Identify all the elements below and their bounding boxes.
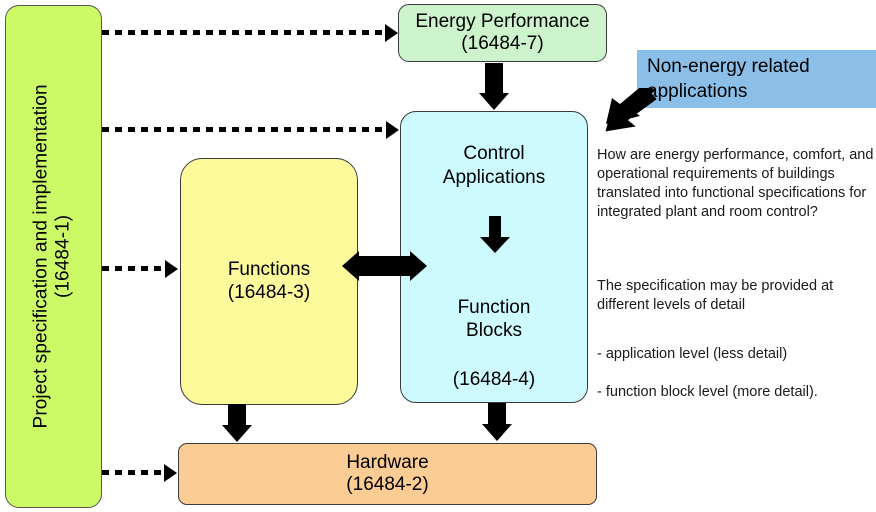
hardware-label: Hardware [346, 451, 429, 473]
banner-non-energy-applications[interactable]: Non-energy related applications [637, 50, 876, 108]
energy-performance-label: Energy Performance [415, 10, 590, 32]
dotted-arrowhead-functions [165, 260, 178, 278]
arrow-banner-to-control [605, 88, 657, 132]
function-blocks-label-line2: Blocks [466, 320, 522, 342]
node-hardware[interactable]: Hardware (16484-2) [178, 443, 597, 505]
hardware-code: (16484-2) [346, 474, 429, 495]
control-applications-label-line2: Applications [442, 166, 546, 188]
node-project-specification[interactable]: Project specification and implementation… [5, 5, 102, 508]
node-energy-performance[interactable]: Energy Performance (16484-7) [398, 4, 607, 62]
dotted-arrowhead-control [386, 121, 399, 139]
dotted-arrow-project-to-energy [102, 30, 385, 35]
function-blocks-code: (16484-4) [452, 369, 536, 390]
function-blocks-label-line1: Function [457, 296, 531, 318]
functions-label: Functions [227, 259, 311, 281]
dotted-arrow-project-to-hardware [102, 470, 164, 475]
control-applications-label-line1: Control [463, 143, 525, 164]
dotted-arrowhead-energy [385, 24, 398, 42]
note-question: How are energy performance, comfort, and… [597, 147, 874, 220]
banner-line1: Non-energy related [647, 55, 810, 77]
note-spec-intro: The specification may be provided at dif… [597, 277, 834, 313]
dotted-arrowhead-hardware [164, 464, 177, 482]
note-spec-bullet-application: - application level (less detail) [597, 346, 788, 363]
dotted-arrow-project-to-control [102, 127, 386, 132]
energy-performance-code: (16484-7) [461, 33, 544, 54]
note-spec-bullet-function-block: - function block level (more detail). [597, 384, 818, 401]
project-specification-label: Project specification and implementation [31, 84, 53, 429]
node-control-applications[interactable]: Control Applications Function Blocks (16… [400, 111, 588, 403]
project-specification-text: Project specification and implementation… [31, 84, 76, 428]
node-functions[interactable]: Functions (16484-3) [180, 158, 358, 405]
project-specification-code: (16484-1) [53, 214, 75, 299]
dotted-arrow-project-to-functions [102, 266, 165, 271]
functions-code: (16484-3) [227, 281, 311, 303]
banner-line2: applications [647, 81, 748, 102]
note-specification-levels: The specification may be provided at dif… [597, 258, 876, 421]
